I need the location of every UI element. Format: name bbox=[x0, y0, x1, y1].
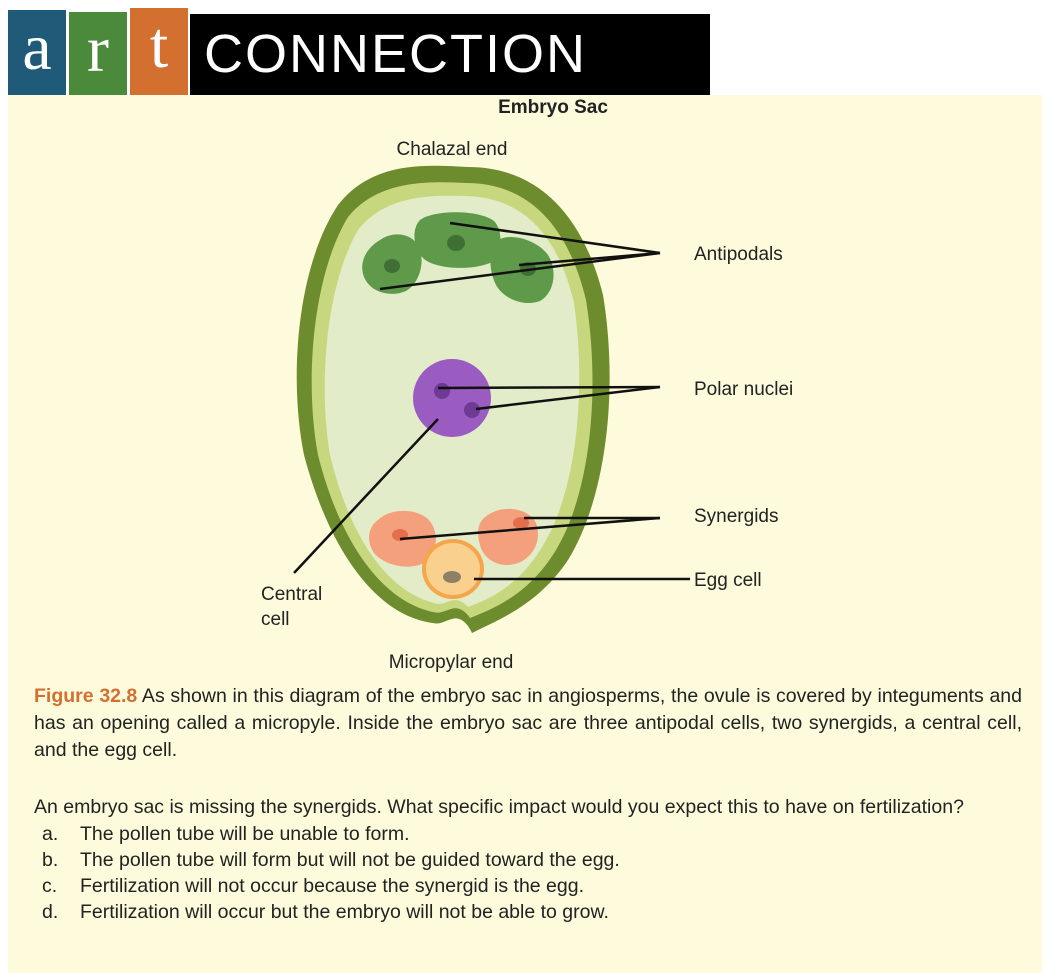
content-panel: Embryo Sac Chalazal end bbox=[8, 95, 1042, 973]
banner-tile-a: a bbox=[8, 10, 66, 95]
label-central-cell-line2: cell bbox=[261, 609, 290, 630]
figure-title: Embryo Sac bbox=[498, 97, 608, 118]
art-connection-banner: a r t CONNECTION bbox=[8, 6, 710, 95]
answer-choice: c.Fertilization will not occur because t… bbox=[42, 873, 1022, 899]
label-chalazal-end: Chalazal end bbox=[397, 139, 508, 160]
banner-tile-r: r bbox=[69, 12, 127, 95]
central-cell bbox=[413, 359, 491, 437]
figure-caption: Figure 32.8 As shown in this diagram of … bbox=[34, 683, 1022, 764]
label-egg-cell: Egg cell bbox=[694, 570, 762, 591]
banner-connection-text: CONNECTION bbox=[190, 14, 710, 95]
choice-letter: d. bbox=[42, 899, 80, 925]
label-micropylar-end: Micropylar end bbox=[389, 652, 514, 673]
choice-letter: b. bbox=[42, 847, 80, 873]
answer-choices: a.The pollen tube will be unable to form… bbox=[34, 821, 1022, 925]
answer-choice: d.Fertilization will occur but the embry… bbox=[42, 899, 1022, 925]
choice-text: The pollen tube will be unable to form. bbox=[80, 821, 410, 847]
question-block: An embryo sac is missing the synergids. … bbox=[34, 794, 1022, 925]
embryo-sac-diagram: Embryo Sac Chalazal end bbox=[8, 95, 1042, 683]
caption-text: As shown in this diagram of the embryo s… bbox=[34, 685, 1022, 761]
egg-cell bbox=[422, 539, 484, 599]
choice-text: Fertilization will occur but the embryo … bbox=[80, 899, 609, 925]
banner-tile-t: t bbox=[130, 8, 188, 95]
choice-letter: c. bbox=[42, 873, 80, 899]
choice-text: Fertilization will not occur because the… bbox=[80, 873, 584, 899]
question-text: An embryo sac is missing the synergids. … bbox=[34, 794, 1022, 821]
answer-choice: b.The pollen tube will form but will not… bbox=[42, 847, 1022, 873]
choice-letter: a. bbox=[42, 821, 80, 847]
label-synergids: Synergids bbox=[694, 506, 779, 527]
choice-text: The pollen tube will form but will not b… bbox=[80, 847, 620, 873]
figure-number: Figure 32.8 bbox=[34, 685, 137, 707]
answer-choice: a.The pollen tube will be unable to form… bbox=[42, 821, 1022, 847]
label-antipodals: Antipodals bbox=[694, 244, 783, 265]
label-central-cell-line1: Central bbox=[261, 584, 322, 605]
label-polar-nuclei: Polar nuclei bbox=[694, 379, 793, 400]
